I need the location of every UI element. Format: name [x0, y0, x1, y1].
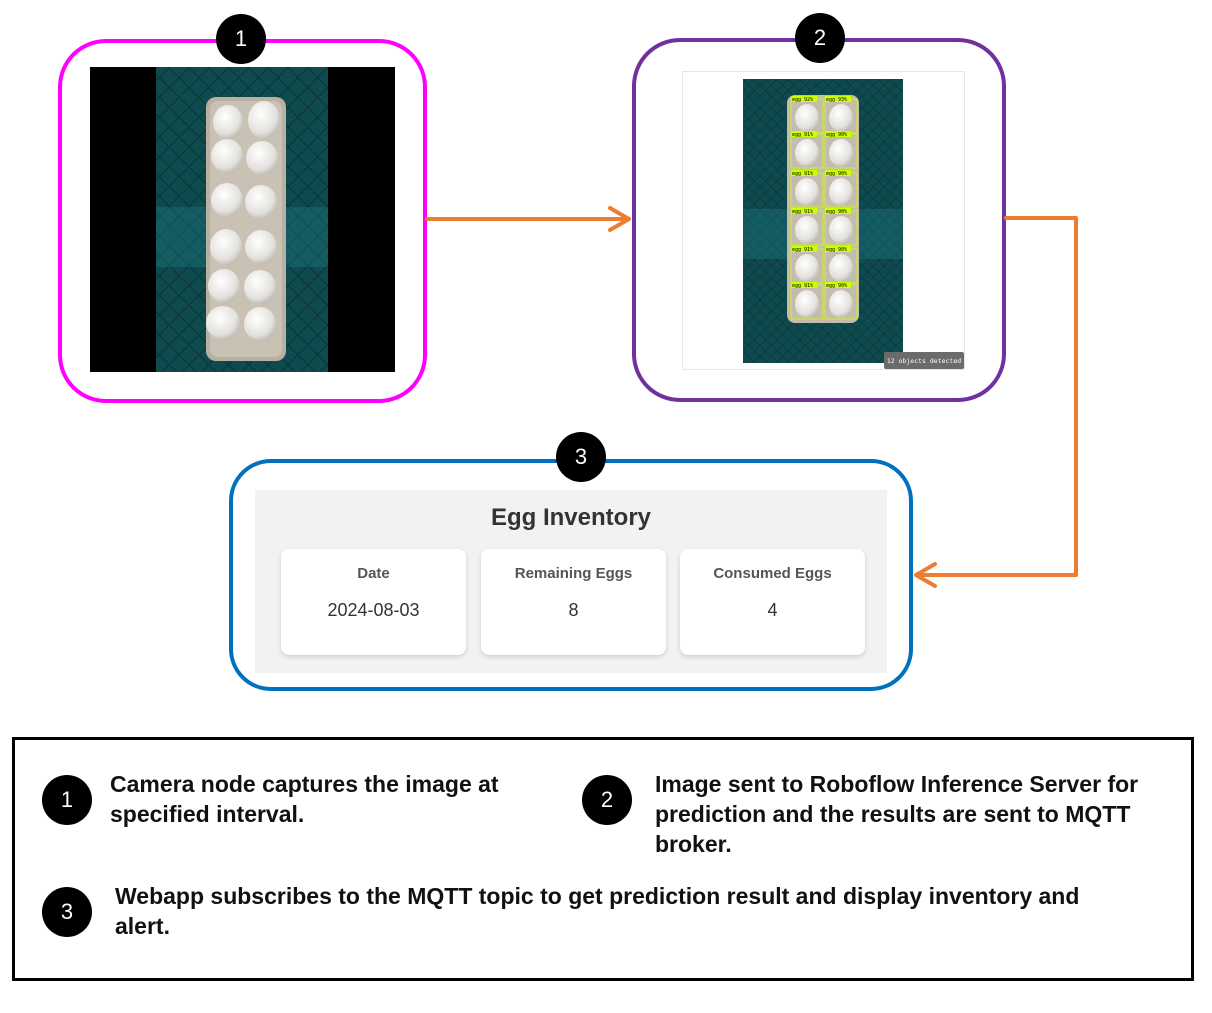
detected-egg: [795, 216, 819, 244]
legend-badge-3: 3: [42, 887, 92, 937]
detected-egg: [829, 178, 853, 206]
detection-label: egg 90%: [826, 171, 847, 177]
legend-text-3: Webapp subscribes to the MQTT topic to g…: [115, 881, 1185, 941]
legend-badge-1: 1: [42, 775, 92, 825]
detected-egg: [829, 216, 853, 244]
legend-badge-2: 2: [582, 775, 632, 825]
consumed-eggs-value: 4: [767, 600, 778, 620]
detection-label-bg: [791, 282, 817, 288]
detection-label-bg: [791, 246, 817, 252]
detected-egg: [795, 104, 819, 132]
date-label: Date: [357, 565, 390, 582]
detection-label-bg: [791, 170, 817, 176]
detection-boxes: egg 92% egg 93% egg 91% egg 90% egg 91% egg 9…: [790, 96, 858, 320]
eggs: [206, 101, 280, 341]
detected-egg: [795, 139, 819, 167]
arrow-2-to-3: [915, 216, 1078, 577]
remaining-eggs-value: 8: [568, 600, 579, 620]
legend-text-2: Image sent to Roboflow Inference Server …: [655, 769, 1185, 859]
consumed-eggs-label: Consumed Eggs: [713, 565, 832, 582]
detected-egg: [829, 290, 853, 318]
legend-text-1-line2: specified interval.: [110, 801, 305, 827]
detection-label: egg 91%: [792, 247, 813, 253]
egg-tray-detection-photo: egg 92% egg 93% egg 91% egg 90% egg 91% egg 9…: [743, 79, 903, 363]
date-card: Date 2024-08-03: [281, 549, 466, 655]
detection-label-bg: [825, 208, 851, 214]
detection-label: egg 91%: [792, 171, 813, 177]
legend-text-3-line2: alert.: [115, 913, 170, 939]
egg-inventory-widget: Egg Inventory Date 2024-08-03 Remaining …: [255, 490, 887, 673]
egg-tray-photo: [90, 67, 395, 372]
detection-label-bg: [825, 246, 851, 252]
detection-label: egg 91%: [792, 283, 813, 289]
detection-label-bg: [825, 282, 851, 288]
detection-label: egg 93%: [826, 97, 847, 103]
remaining-eggs-label: Remaining Eggs: [514, 565, 633, 582]
detection-label: egg 91%: [792, 209, 813, 215]
detection-label: egg 91%: [792, 132, 813, 138]
detection-label-bg: [825, 131, 851, 137]
inventory-title: Egg Inventory: [490, 504, 652, 531]
detection-label: egg 90%: [826, 247, 847, 253]
legend-text-2-line3: broker.: [655, 831, 732, 857]
remaining-eggs-card: Remaining Eggs 8: [481, 549, 666, 655]
legend-text-1: Camera node captures the image at specif…: [110, 769, 560, 829]
detected-egg: [795, 254, 819, 282]
detected-egg: [829, 139, 853, 167]
arrow-1-to-2-head: [608, 206, 631, 232]
detection-label: egg 92%: [792, 97, 813, 103]
legend-box: 1 Camera node captures the image at spec…: [12, 737, 1194, 981]
arrow-2-to-3-head: [914, 562, 937, 588]
detection-label-bg: [825, 170, 851, 176]
legend-text-2-line2: prediction and the results are sent to M…: [655, 801, 1131, 827]
date-value: 2024-08-03: [327, 600, 420, 620]
detection-label-bg: [791, 96, 817, 102]
legend-text-3-line1: Webapp subscribes to the MQTT topic to g…: [115, 883, 1080, 909]
detection-label-bg: [791, 208, 817, 214]
detected-egg: [829, 104, 853, 132]
detection-label-bg: [791, 131, 817, 137]
detection-label: egg 90%: [826, 209, 847, 215]
detected-egg: [829, 254, 853, 282]
egg-tray-detection-graphic: egg 92% egg 93% egg 91% egg 90% egg 91% egg 9…: [743, 79, 903, 363]
consumed-eggs-card: Consumed Eggs 4: [680, 549, 865, 655]
legend-text-2-line1: Image sent to Roboflow Inference Server …: [655, 771, 1139, 797]
legend-text-1-line1: Camera node captures the image at: [110, 771, 499, 797]
egg-tray-photo-graphic: [156, 67, 328, 372]
detection-label: egg 90%: [826, 132, 847, 138]
step-2-badge: 2: [795, 13, 845, 63]
detected-egg: [795, 290, 819, 318]
objects-detected-badge: 12 objects detected: [884, 352, 964, 369]
detection-label: egg 90%: [826, 283, 847, 289]
step-1-badge: 1: [216, 14, 266, 64]
step-3-badge: 3: [556, 432, 606, 482]
detection-label-bg: [825, 96, 851, 102]
detected-egg: [795, 178, 819, 206]
